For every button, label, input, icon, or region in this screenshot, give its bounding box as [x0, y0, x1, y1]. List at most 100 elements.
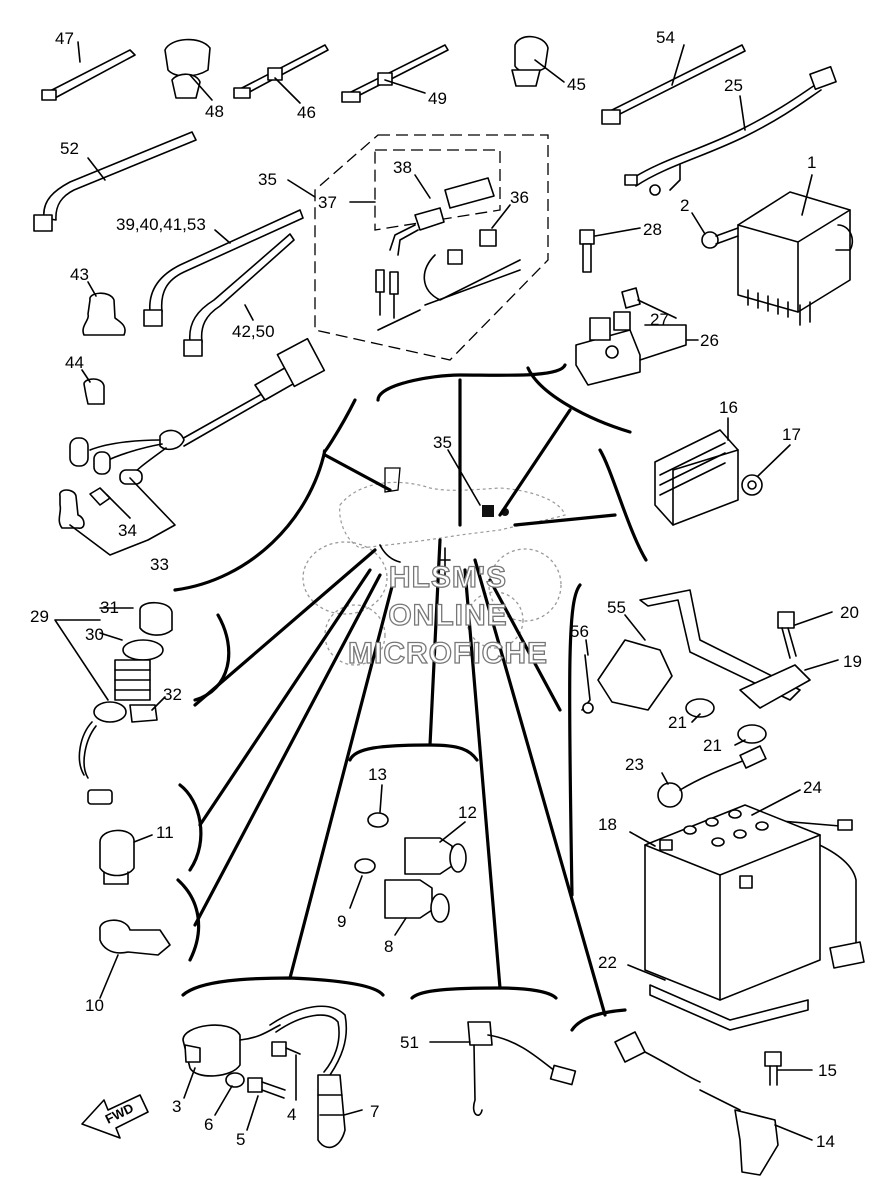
callout-54: 54 — [656, 28, 675, 47]
callout-12: 12 — [458, 803, 477, 822]
callout-11: 11 — [156, 823, 174, 842]
callout-35-top: 35 — [258, 170, 277, 189]
fuse-holder-38 — [375, 177, 495, 319]
callout-44: 44 — [65, 353, 84, 372]
callout-1: 1 — [807, 153, 816, 172]
callout-52: 52 — [60, 139, 79, 158]
callout-lines — [54, 41, 839, 1141]
pin-56 — [581, 654, 594, 714]
clamp-48 — [164, 38, 211, 99]
callout-3: 3 — [172, 1097, 181, 1116]
cable-tie-39 — [143, 209, 304, 327]
callout-9: 9 — [337, 912, 346, 931]
leader-lines — [173, 363, 648, 1032]
callout-29: 29 — [30, 607, 49, 626]
pressure-switch-12 — [404, 837, 467, 875]
rectifier-16 — [654, 429, 739, 526]
callout-6: 6 — [204, 1115, 213, 1134]
clamp-45 — [511, 35, 549, 87]
callout-36: 36 — [510, 188, 529, 207]
cdi-unit-1 — [737, 191, 854, 326]
callout-18: 18 — [598, 815, 617, 834]
dashed-group-35 — [314, 134, 549, 361]
battery-18 — [644, 804, 821, 1001]
callout-48: 48 — [205, 102, 224, 121]
thermo-switch-10 — [99, 919, 171, 956]
callout-19: 19 — [843, 652, 862, 671]
bolt-28 — [579, 229, 595, 273]
neutral-switch-11 — [99, 829, 135, 885]
callout-20: 20 — [840, 603, 859, 622]
callout-5: 5 — [236, 1130, 245, 1149]
band-46 — [233, 44, 329, 99]
callout-22: 22 — [598, 953, 617, 972]
callout-55: 55 — [607, 598, 626, 617]
cable-tie-47 — [41, 49, 136, 101]
lead-wire-25 — [624, 65, 837, 196]
screw-2 — [701, 227, 739, 249]
washer-6 — [225, 1072, 245, 1088]
callout-51: 51 — [400, 1033, 419, 1052]
callout-30: 30 — [85, 625, 104, 644]
callout-43: 43 — [70, 265, 89, 284]
band-49 — [341, 44, 449, 103]
terminal-cover-34 — [58, 487, 111, 529]
callout-2: 2 — [680, 196, 689, 215]
main-switch-29 — [78, 601, 173, 805]
bracket-19 — [739, 664, 811, 709]
callout-38: 38 — [393, 158, 412, 177]
watermark: HLSM'S ONLINE MICROFICHE — [347, 560, 547, 670]
callout-15: 15 — [818, 1061, 837, 1080]
bolt-20 — [777, 611, 797, 659]
clamp-43 — [82, 292, 126, 336]
washer-9 — [354, 858, 376, 874]
callout-26: 26 — [700, 331, 719, 350]
wire-36 — [377, 229, 521, 331]
rubber-21a — [685, 698, 715, 718]
callout-31: 31 — [100, 598, 119, 617]
washer-13 — [367, 812, 389, 828]
battery-band-22 — [649, 984, 809, 1031]
callout-10: 10 — [85, 996, 104, 1015]
oil-switch-8 — [384, 879, 450, 923]
forward-arrow: FWD — [81, 1094, 149, 1139]
callout-21-b: 21 — [703, 736, 722, 755]
plug-cap-7 — [269, 1005, 348, 1149]
callout-46: 46 — [297, 103, 316, 122]
callout-27: 27 — [650, 310, 669, 329]
cable-tie-42 — [183, 233, 295, 357]
callout-56: 56 — [570, 622, 589, 641]
callout-33: 33 — [150, 555, 169, 574]
callout-35-center: 35 — [433, 433, 452, 452]
bolt-4 — [271, 1041, 301, 1057]
callout-34: 34 — [118, 521, 137, 540]
callout-28: 28 — [643, 220, 662, 239]
watermark-line-1: HLSM'S — [389, 561, 507, 594]
wire-harness-33 — [69, 337, 326, 485]
ignition-coil-3 — [182, 1024, 281, 1077]
callout-39-40-41-53: 39,40,41,53 — [116, 215, 206, 234]
nut-17 — [741, 474, 763, 496]
callout-45: 45 — [567, 75, 586, 94]
cable-tie-52 — [33, 131, 197, 232]
callout-42-50: 42,50 — [232, 322, 275, 341]
rubber-21b — [737, 724, 767, 744]
battery-cable-23 — [657, 745, 767, 808]
bolt-15 — [764, 1051, 782, 1086]
callout-47: 47 — [55, 29, 74, 48]
callout-13: 13 — [368, 765, 387, 784]
cable-tie-54 — [601, 44, 746, 125]
callout-7: 7 — [370, 1102, 379, 1121]
callout-labels: 47 48 46 49 45 54 25 52 35 37 38 36 1 2 … — [30, 28, 862, 1151]
sensor-51 — [467, 1021, 577, 1116]
bracket-55 — [597, 589, 801, 711]
callout-25: 25 — [724, 76, 743, 95]
callout-8: 8 — [384, 937, 393, 956]
callout-4: 4 — [287, 1105, 296, 1124]
callout-14: 14 — [816, 1132, 835, 1151]
callout-49: 49 — [428, 89, 447, 108]
callout-23: 23 — [625, 755, 644, 774]
fuse-27 — [621, 287, 641, 309]
bolt-5 — [247, 1077, 286, 1099]
